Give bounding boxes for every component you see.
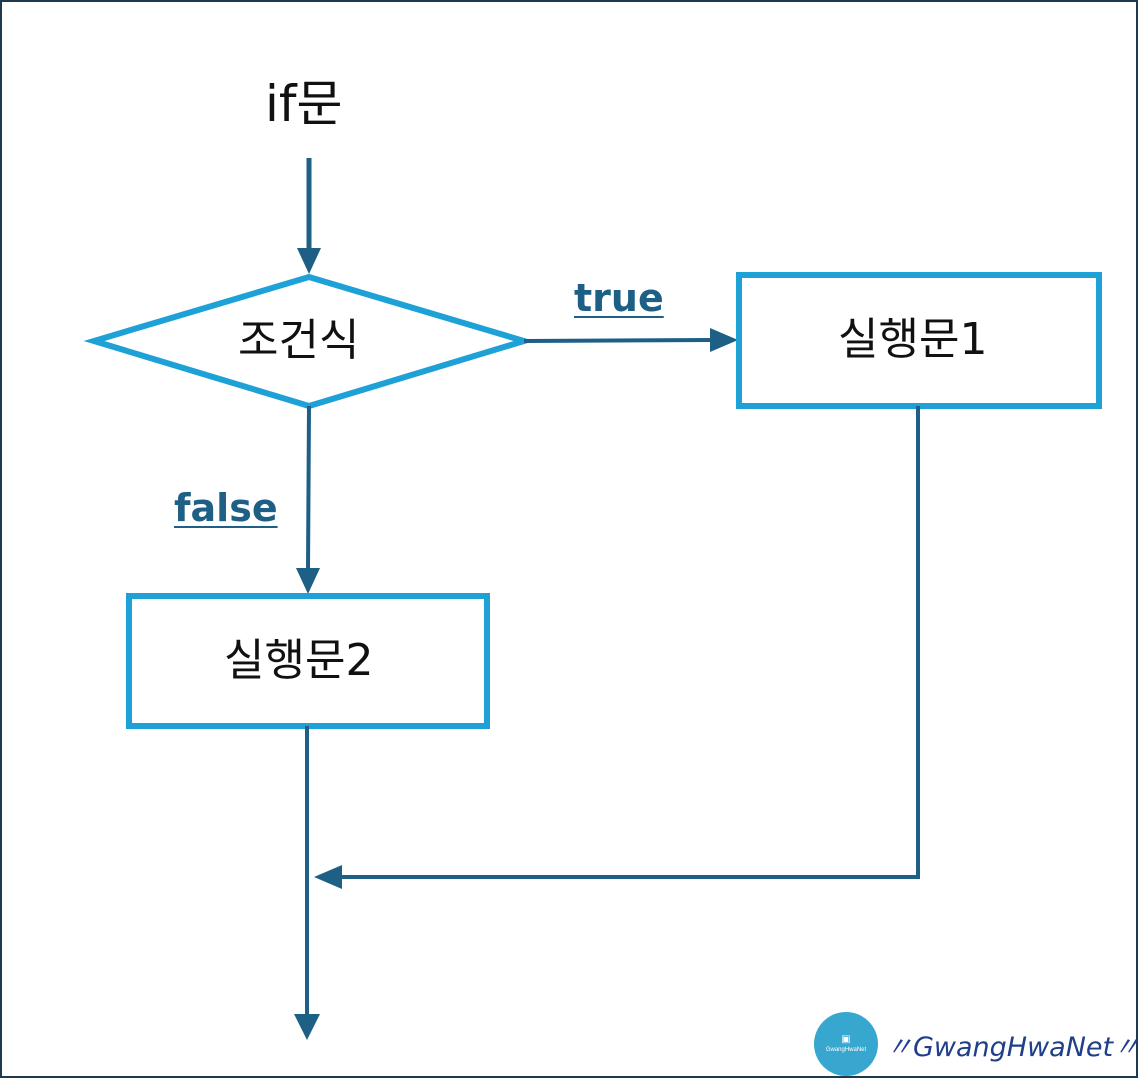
statement1-box — [736, 272, 1102, 409]
watermark-badge-text: GwangHwaNet — [825, 1047, 867, 1053]
watermark-badge: ▣ GwangHwaNet — [814, 1012, 878, 1076]
condition-label: 조건식 — [238, 315, 360, 366]
diagram-title: if문 — [265, 75, 343, 133]
false-branch-label: false — [174, 486, 278, 530]
arrowhead-true — [710, 328, 738, 352]
arrowhead-merge — [314, 865, 342, 889]
statement2-label: 실행문2 — [224, 635, 374, 686]
arrowhead-exit — [294, 1014, 320, 1040]
true-branch-label: true — [574, 276, 664, 320]
watermark: ▣ GwangHwaNet 〃GwangHwaNet〃 — [814, 1012, 1138, 1076]
arrowhead-condition — [297, 248, 321, 274]
arrowhead-false — [296, 568, 320, 594]
watermark-text: 〃GwangHwaNet〃 — [886, 1031, 1138, 1063]
arrow-merge-line — [342, 406, 920, 879]
arrow-false-branch — [306, 405, 311, 571]
lock-icon: ▣ — [841, 1034, 851, 1045]
arrow-true-branch — [523, 338, 713, 343]
statement2-box — [126, 593, 490, 729]
statement1-label: 실행문1 — [838, 314, 988, 365]
